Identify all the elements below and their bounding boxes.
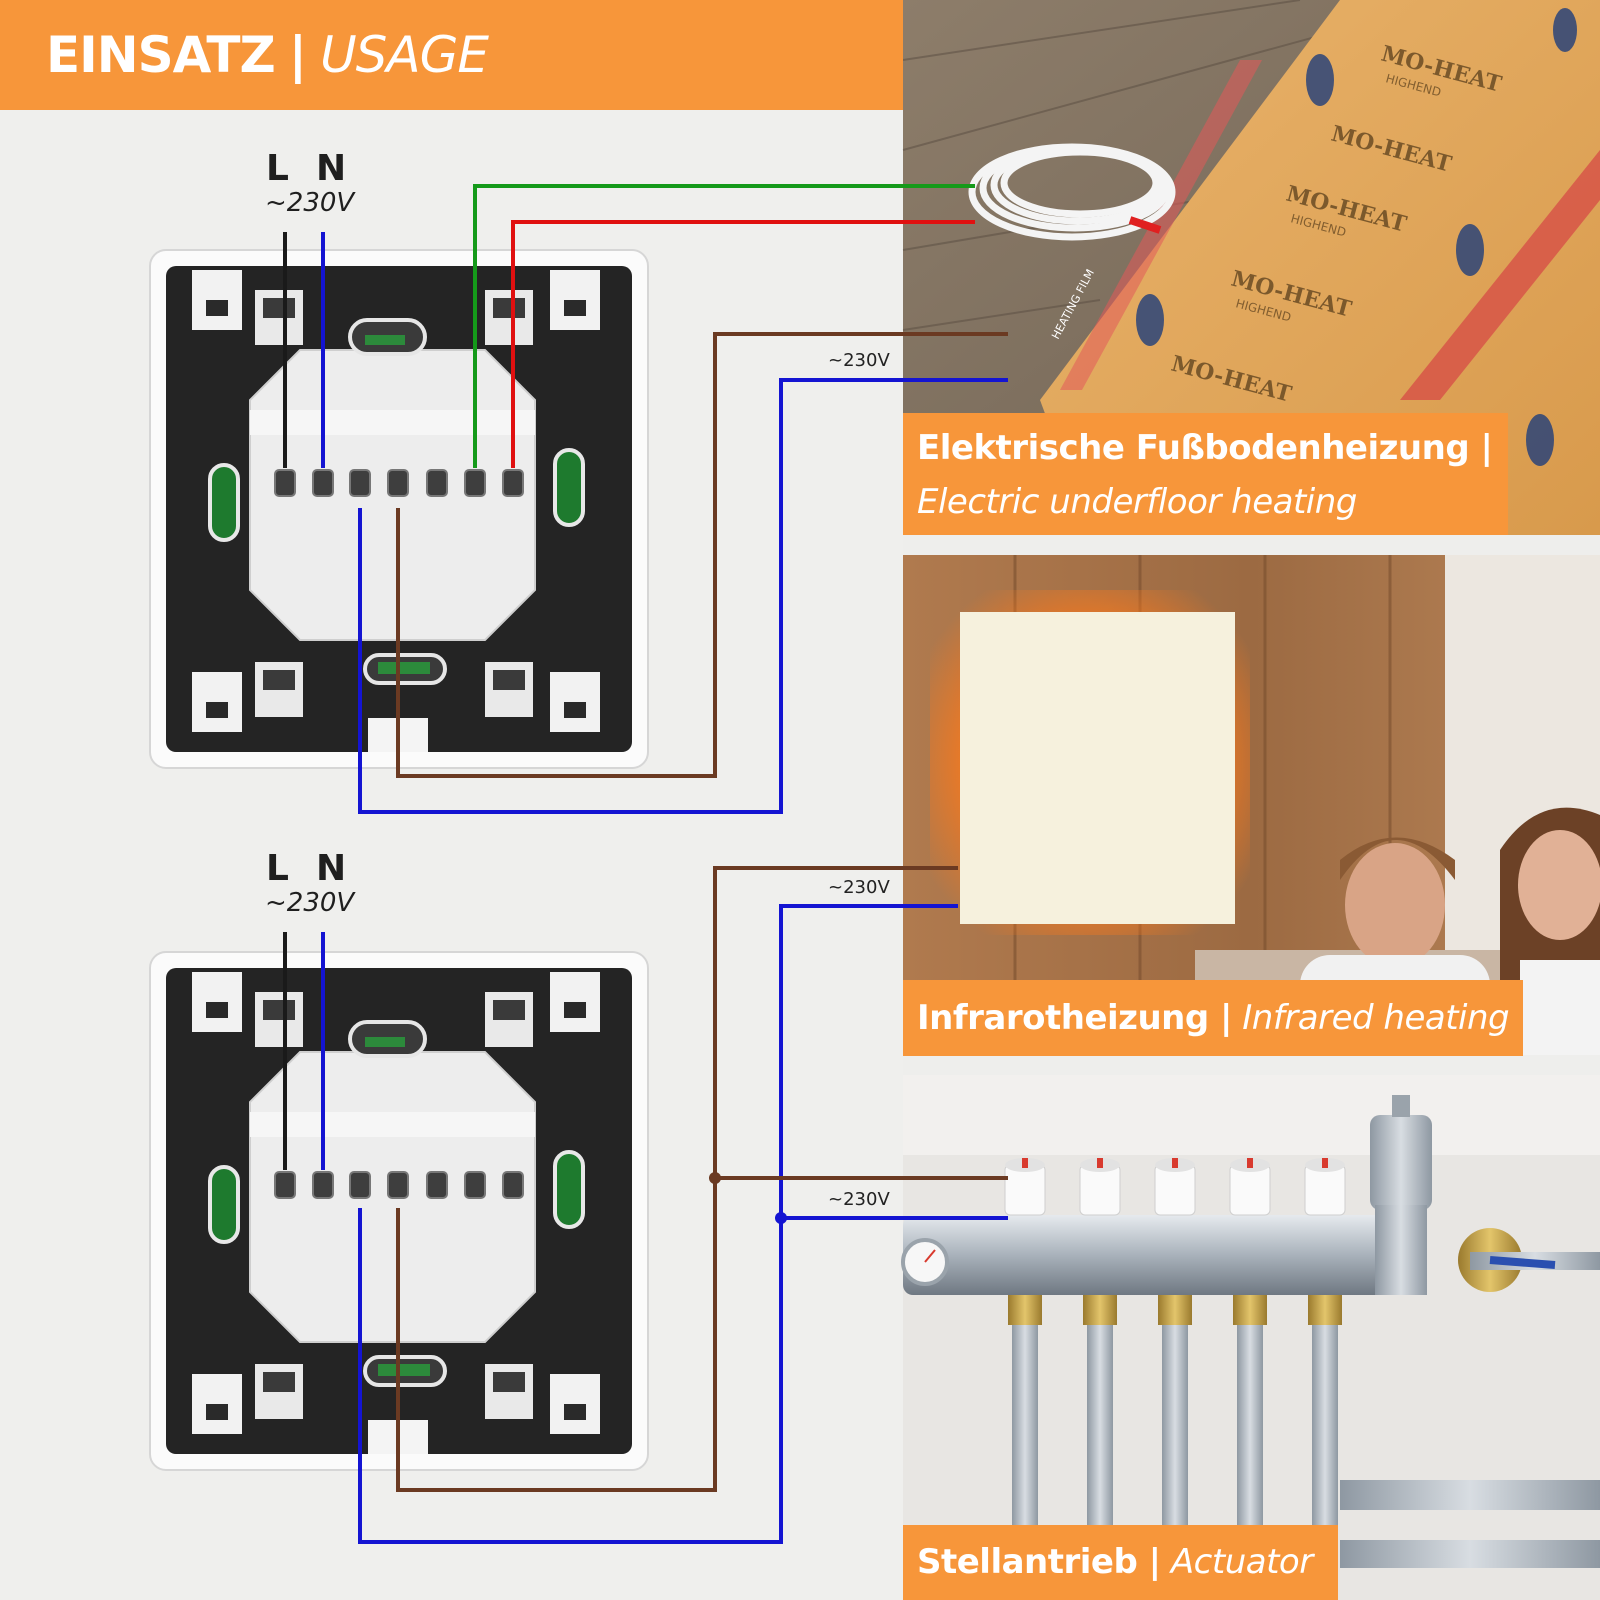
clip-slot [564, 1404, 586, 1420]
woman-figure [1500, 807, 1600, 1055]
label-live-bottom: L [266, 848, 289, 889]
side-clip-slot [263, 298, 295, 318]
terminal-screw [502, 469, 524, 497]
air-vent-valve [1370, 1095, 1432, 1295]
infrared-heating-photo [903, 555, 1600, 1055]
manifold-bar [903, 1215, 1393, 1295]
terminal-screw [349, 469, 371, 497]
terminal-screw [387, 1171, 409, 1199]
green-clip-left [208, 1165, 240, 1244]
ball-valve [1458, 1228, 1600, 1292]
side-clip-slot [493, 1000, 525, 1020]
panel-title-de-actuator: Stellantrieb | [917, 1542, 1161, 1582]
top-connector-pcb [365, 1037, 405, 1047]
bottom-connector-pcb [378, 1364, 430, 1376]
wire-voltage-label-top: ~230V [828, 350, 890, 371]
clip-slot [206, 1002, 228, 1018]
bottom-connector-pcb [378, 662, 430, 674]
clip-slot [206, 1404, 228, 1420]
panel-label-underfloor: Elektrische Fußbodenheizung | Electric u… [903, 413, 1508, 535]
terminal-screw [426, 1171, 448, 1199]
wire-voltage-label-bottom: ~230V [828, 1189, 890, 1210]
header-banner: EINSATZ | USAGE [0, 0, 903, 110]
manifold-fittings [1008, 1295, 1342, 1325]
terminal-screw [274, 1171, 296, 1199]
clip-slot [206, 702, 228, 718]
supply-voltage-top: ~230V [265, 188, 355, 218]
label-live-top: L [266, 148, 289, 189]
wire-load-blue-bottom [358, 904, 958, 1544]
wire-load-brown-bottom [396, 866, 958, 1492]
underfloor-heating-photo: MO-HEAT MO-HEAT MO-HEAT MO-HEAT MO-HEAT … [902, 0, 1600, 535]
panel-title-de-underfloor: Elektrische Fußbodenheizung | [917, 428, 1493, 468]
terminal-screw [502, 1171, 524, 1199]
terminal-screw [312, 1171, 334, 1199]
side-clip-slot [493, 670, 525, 690]
panel-title-en-infrared: Infrared heating [1242, 998, 1510, 1038]
green-clip-right [553, 1150, 585, 1229]
panel-title-en-underfloor: Electric underfloor heating [917, 482, 1357, 522]
green-clip-left [208, 463, 240, 542]
wire-voltage-label-middle: ~230V [828, 877, 890, 898]
terminal-screw [464, 469, 486, 497]
clip-slot [206, 300, 228, 316]
wire-load-blue-top [358, 378, 1008, 814]
actuator-heads [1004, 1158, 1346, 1216]
top-connector-pcb [365, 335, 405, 345]
pressure-gauge [901, 1238, 949, 1286]
wire-load-brown-top [396, 332, 1008, 778]
sensor-cable-coil [968, 143, 1176, 241]
junction-blue [775, 1212, 787, 1224]
module-ridge [250, 1112, 535, 1137]
header-title-de: EINSATZ [46, 26, 276, 84]
junction-brown [709, 1172, 721, 1184]
clip-slot [564, 1002, 586, 1018]
clip-slot [564, 702, 586, 718]
panel-title-en-actuator: Actuator [1170, 1542, 1313, 1582]
side-clip-slot [263, 1000, 295, 1020]
actuator-photo [901, 1075, 1600, 1600]
wiring-top [283, 184, 1008, 814]
terminal-screw [349, 1171, 371, 1199]
label-neutral-top: N [316, 148, 347, 189]
terminal-screw [426, 469, 448, 497]
side-clip-slot [493, 1372, 525, 1392]
terminal-screw [464, 1171, 486, 1199]
side-clip-slot [263, 670, 295, 690]
clip-slot [564, 300, 586, 316]
header-separator: | [288, 26, 307, 84]
terminal-screw [312, 469, 334, 497]
panel-label-actuator: Stellantrieb | Actuator [903, 1525, 1338, 1600]
green-clip-right [553, 448, 585, 527]
label-neutral-bottom: N [316, 848, 347, 889]
side-clip-slot [493, 298, 525, 318]
wire-sensor-red [511, 220, 975, 468]
module-ridge [250, 410, 535, 435]
terminal-screw [274, 469, 296, 497]
wire-sensor-green [473, 184, 975, 468]
supply-voltage-bottom: ~230V [265, 888, 355, 918]
header-title-en: USAGE [320, 26, 489, 84]
panel-title-de-infrared: Infrarotheizung | [917, 998, 1232, 1038]
panel-label-infrared: Infrarotheizung | Infrared heating [903, 980, 1523, 1056]
wiring-bottom [283, 866, 1008, 1544]
side-clip-slot [263, 1372, 295, 1392]
terminal-screw [387, 469, 409, 497]
thermostat-back-bottom [149, 951, 649, 1471]
infrared-panel [960, 612, 1235, 924]
